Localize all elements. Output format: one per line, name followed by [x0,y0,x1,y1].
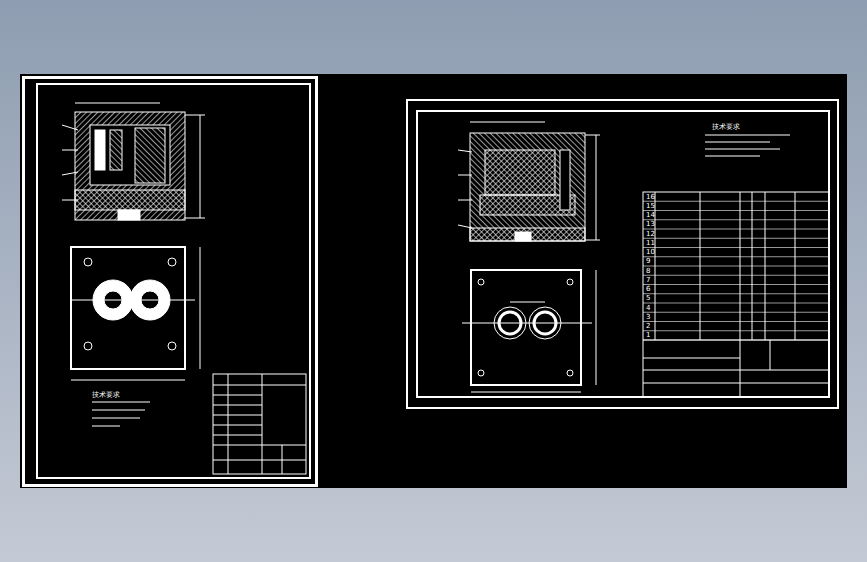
table-rule [643,266,829,267]
part-number: 6 [646,286,650,293]
table-rule [643,229,829,230]
part-number: 16 [646,194,655,201]
part-number: 10 [646,249,655,256]
part-number: 11 [646,240,655,247]
table-rule [643,293,829,294]
part-number: 15 [646,203,655,210]
part-number: 14 [646,212,655,219]
part-number: 4 [646,305,650,312]
table-rule [643,312,829,313]
table-rule [643,210,829,211]
part-number: 13 [646,221,655,228]
part-number: 9 [646,258,650,265]
notes-heading: 技术要求 [92,392,120,399]
table-rule [643,284,829,285]
part-number: 3 [646,314,650,321]
table-rule [643,256,829,257]
table-rule [643,275,829,276]
table-rule [643,330,829,331]
table-rule [643,201,829,202]
table-rule [643,247,829,248]
part-number: 1 [646,332,650,339]
table-rule [643,340,829,341]
part-number: 8 [646,268,650,275]
part-number: 5 [646,295,650,302]
part-number: 7 [646,277,650,284]
table-rule [643,219,829,220]
part-number: 12 [646,231,655,238]
notes-heading: 技术要求 [712,124,740,131]
table-rule [643,303,829,304]
part-number: 2 [646,323,650,330]
table-rule [643,321,829,322]
table-rule [643,238,829,239]
